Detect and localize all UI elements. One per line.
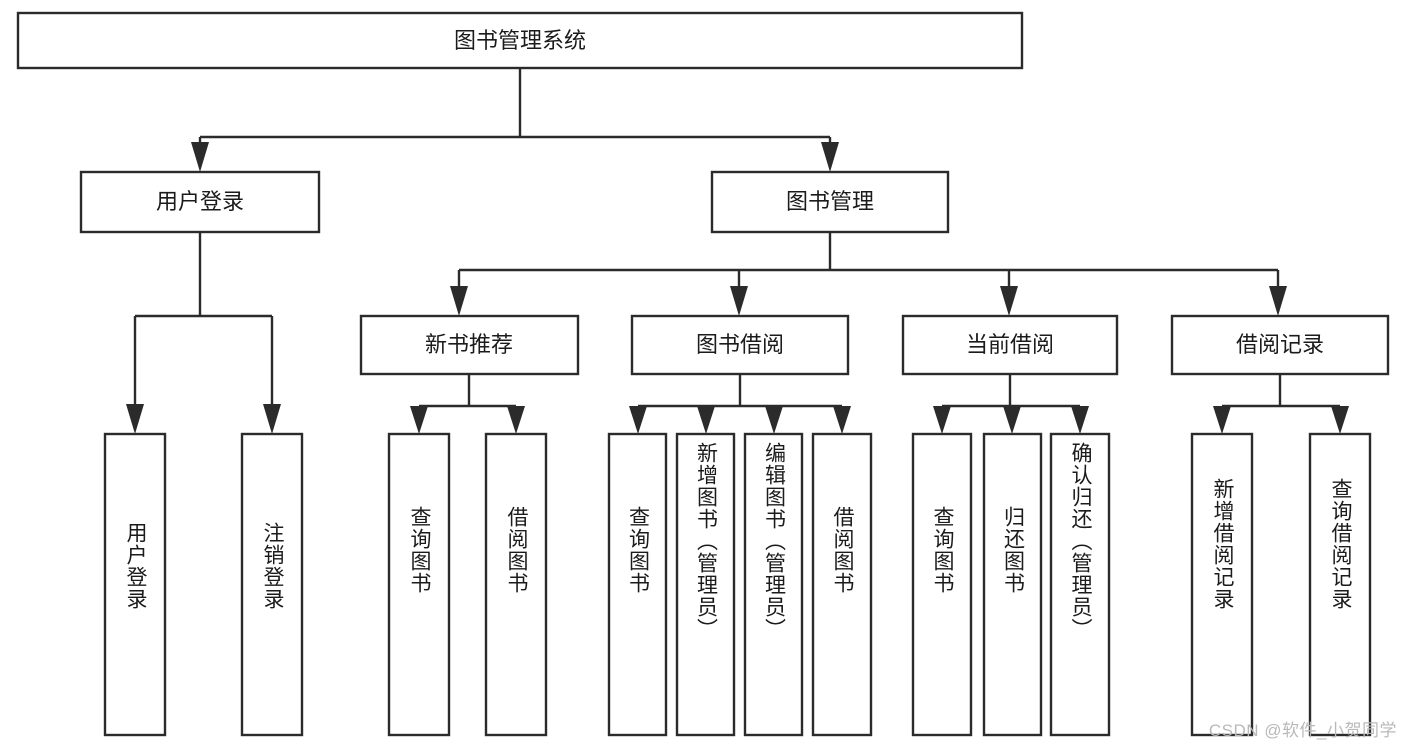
node-root-label: 图书管理系统 xyxy=(454,28,586,53)
arrow-head-borrow-record xyxy=(1269,286,1287,316)
leaf-nodes-group xyxy=(103,432,1372,737)
arrow-head-leaf-user-logout xyxy=(263,404,281,434)
node-leaf-borrow-book-1-rect[interactable] xyxy=(484,432,548,737)
connector-book-manage-to-level3 xyxy=(450,232,1287,316)
connector-borrow-record-to-leaves xyxy=(1213,374,1349,434)
node-book-borrow-label: 图书借阅 xyxy=(696,332,784,357)
arrow-head-leaf-return-book xyxy=(1003,406,1021,434)
node-leaf-query-book-1-rect[interactable] xyxy=(387,432,451,737)
node-leaf-borrow-book-2-rect[interactable] xyxy=(811,432,873,737)
connector-current-borrow-to-leaves xyxy=(933,374,1089,434)
node-leaf-query-record-rect[interactable] xyxy=(1308,432,1372,737)
csdn-watermark: CSDN @软件_小贺同学 xyxy=(1208,721,1397,740)
node-user-login-label: 用户登录 xyxy=(156,189,244,214)
arrow-head-leaf-query-book-1 xyxy=(410,406,428,434)
node-leaf-user-logout-rect[interactable] xyxy=(240,432,304,737)
node-new-book-recommend-label: 新书推荐 xyxy=(425,332,513,357)
node-book-manage-rect[interactable] xyxy=(710,170,950,234)
node-leaf-return-book-rect[interactable] xyxy=(982,432,1043,737)
node-book-manage-label: 图书管理 xyxy=(786,189,874,214)
arrow-head-leaf-query-record xyxy=(1331,406,1349,434)
node-leaf-edit-book-rect[interactable] xyxy=(743,432,804,737)
connector-root-to-level2 xyxy=(191,68,839,172)
node-borrow-record-label: 借阅记录 xyxy=(1236,332,1324,357)
node-root-rect[interactable] xyxy=(16,11,1024,70)
node-book-borrow-rect[interactable] xyxy=(630,314,850,376)
node-book-manage[interactable]: 图书管理 xyxy=(710,170,950,234)
node-user-login[interactable]: 用户登录 xyxy=(79,170,321,234)
arrow-head-user-login xyxy=(191,142,209,172)
node-leaf-add-book-rect[interactable] xyxy=(675,432,736,737)
node-leaf-query-book-2-rect[interactable] xyxy=(607,432,668,737)
arrow-head-leaf-confirm-return xyxy=(1071,406,1089,434)
node-leaf-add-record-rect[interactable] xyxy=(1190,432,1254,737)
node-leaf-user-login-rect[interactable] xyxy=(103,432,167,737)
node-borrow-record-rect[interactable] xyxy=(1170,314,1390,376)
node-borrow-record[interactable]: 借阅记录 xyxy=(1170,314,1390,376)
connector-new-book-recommend-to-leaves xyxy=(410,374,525,434)
arrow-head-leaf-query-book-3 xyxy=(933,406,951,434)
node-root[interactable]: 图书管理系统 xyxy=(16,11,1024,70)
arrow-head-leaf-borrow-book-1 xyxy=(507,406,525,434)
node-current-borrow-rect[interactable] xyxy=(901,314,1119,376)
arrow-head-current-borrow xyxy=(1000,286,1018,316)
node-leaf-confirm-return-rect[interactable] xyxy=(1049,432,1111,737)
node-current-borrow[interactable]: 当前借阅 xyxy=(901,314,1119,376)
node-book-borrow[interactable]: 图书借阅 xyxy=(630,314,850,376)
arrow-head-leaf-borrow-book-2 xyxy=(833,406,851,434)
node-new-book-recommend-rect[interactable] xyxy=(359,314,580,376)
node-leaf-query-book-3-rect[interactable] xyxy=(911,432,973,737)
connector-user-login-to-leaves xyxy=(126,232,281,434)
node-user-login-rect[interactable] xyxy=(79,170,321,234)
arrow-head-leaf-user-login xyxy=(126,404,144,434)
arrow-head-book-manage xyxy=(821,142,839,172)
connector-book-borrow-to-leaves xyxy=(629,374,851,434)
node-current-borrow-label: 当前借阅 xyxy=(966,332,1054,357)
arrow-head-new-book-recommend xyxy=(450,286,468,316)
arrow-head-leaf-add-book xyxy=(697,406,715,434)
arrow-head-leaf-query-book-2 xyxy=(629,406,647,434)
arrow-head-leaf-add-record xyxy=(1213,406,1231,434)
arrow-head-book-borrow xyxy=(730,286,748,316)
node-new-book-recommend[interactable]: 新书推荐 xyxy=(359,314,580,376)
arrow-head-leaf-edit-book xyxy=(765,406,783,434)
